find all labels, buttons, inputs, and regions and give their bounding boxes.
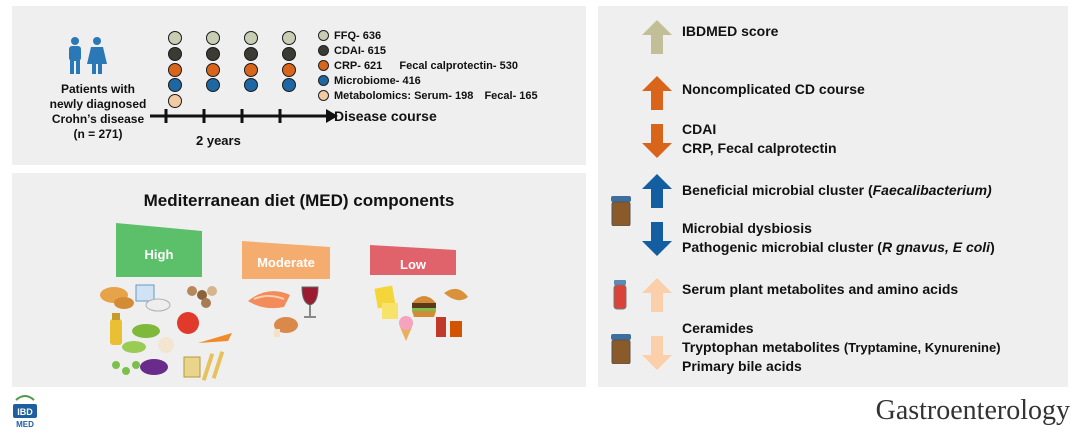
follow-up-duration: 2 years	[196, 133, 241, 148]
sample-dot	[168, 94, 182, 108]
diet-components-panel: Mediterranean diet (MED) components High…	[12, 173, 586, 387]
findings-panel: IBDMED score Noncomplicated CD course CD…	[598, 6, 1068, 387]
high-foods-icon	[100, 284, 232, 381]
sample-dot	[168, 31, 182, 45]
ibd-logo-text: IBD	[17, 407, 33, 417]
sample-dot	[168, 63, 182, 77]
sample-dot	[282, 47, 296, 61]
patients-line-2: newly diagnosed	[49, 97, 147, 111]
arrow-down-icon	[642, 124, 672, 158]
sample-dot	[282, 31, 296, 45]
arrow-down-icon	[642, 222, 672, 256]
timeline-arrow	[150, 109, 338, 123]
legend-ffq-label: FFQ- 636	[334, 30, 382, 42]
finding-dysbiosis: Microbial dysbiosis Pathogenic microbial…	[682, 219, 995, 257]
legend-calprotectin-label: Fecal calprotectin- 530	[399, 60, 518, 72]
finding-ceramides: Ceramides	[682, 320, 754, 336]
sample-dot	[206, 63, 220, 77]
low-tag-shape	[370, 245, 456, 275]
metabolomics-dot-icon	[318, 90, 329, 101]
high-tag-shape	[116, 223, 202, 277]
legend-cdai-label: CDAI- 615	[334, 45, 386, 57]
legend-fecal-label: Fecal- 165	[484, 90, 538, 102]
low-foods-icon	[374, 285, 468, 341]
legend-metabolomics: Metabolomics: Serum- 198 Fecal- 165	[318, 89, 538, 103]
arrow-up-icon	[642, 76, 672, 110]
crp-dot-icon	[318, 60, 329, 71]
arrow-down-icon	[642, 336, 672, 370]
blood-sample-icon	[613, 280, 627, 310]
moderate-tag-shape	[242, 241, 330, 279]
finding-ceramides-group: Ceramides Tryptophan metabolites (Trypta…	[682, 319, 1001, 376]
legend-microbiome-label: Microbiome- 416	[334, 75, 421, 87]
diet-title: Mediterranean diet (MED) components	[143, 191, 455, 210]
patients-count: (n = 271)	[73, 127, 123, 141]
patients-icon	[69, 37, 107, 74]
stool-sample-icon	[611, 196, 631, 226]
legend-crp: CRP- 621 Fecal calprotectin- 530	[318, 59, 518, 73]
patients-label: Patients with newly diagnosed Crohn’s di…	[30, 82, 166, 142]
legend-metabolomics-label: Metabolomics: Serum- 198	[334, 90, 474, 102]
finding-beneficial-cluster: Beneficial microbial cluster (Faecalibac…	[682, 182, 992, 198]
patients-line-1: Patients with	[60, 82, 135, 96]
low-label: Low	[400, 257, 426, 272]
finding-tryptophan: Tryptophan metabolites (Tryptamine, Kynu…	[682, 339, 1001, 355]
sample-dot	[168, 78, 182, 92]
finding-bile-acids: Primary bile acids	[682, 358, 802, 374]
finding-cdai: CDAI	[682, 121, 717, 137]
legend-ffq: FFQ- 636	[318, 29, 382, 43]
arrow-up-icon	[642, 20, 672, 54]
sample-dot	[206, 78, 220, 92]
patients-line-3: Crohn’s disease	[51, 112, 145, 126]
finding-crp-calprotectin: CRP, Fecal calprotectin	[682, 140, 837, 156]
finding-noncomplicated-course: Noncomplicated CD course	[682, 81, 865, 97]
disease-course-label: Disease course	[334, 108, 437, 124]
sample-dot	[206, 47, 220, 61]
sample-dot	[206, 31, 220, 45]
microbiome-dot-icon	[318, 75, 329, 86]
moderate-foods-icon	[248, 286, 319, 337]
stool-sample-icon-2	[611, 334, 631, 364]
sample-dot	[244, 78, 258, 92]
finding-ibdmed-score: IBDMED score	[682, 23, 779, 39]
sample-dot	[168, 47, 182, 61]
finding-microbial-dysbiosis: Microbial dysbiosis	[682, 220, 812, 236]
sample-dot	[244, 47, 258, 61]
finding-cdai-crp: CDAI CRP, Fecal calprotectin	[682, 120, 837, 158]
high-label: High	[144, 247, 174, 262]
med-logo-text: MED	[16, 420, 34, 429]
legend-cdai: CDAI- 615	[318, 44, 386, 58]
legend-crp-label: CRP- 621	[334, 60, 383, 72]
ibdmed-logo-icon: IBD MED	[13, 395, 37, 429]
sample-dot	[244, 31, 258, 45]
arrow-up-icon	[642, 174, 672, 208]
sample-dot	[282, 78, 296, 92]
study-design-panel: Patients with newly diagnosed Crohn’s di…	[12, 6, 586, 165]
journal-logo: Gastroenterology	[875, 395, 1070, 426]
sample-dot	[244, 63, 258, 77]
ffq-dot-icon	[318, 30, 329, 41]
sample-dot	[282, 63, 296, 77]
finding-serum-metabolites: Serum plant metabolites and amino acids	[682, 281, 959, 297]
moderate-label: Moderate	[257, 255, 315, 270]
legend-microbiome: Microbiome- 416	[318, 74, 421, 88]
arrow-up-icon	[642, 278, 672, 312]
finding-pathogenic-cluster: Pathogenic microbial cluster (R gnavus, …	[682, 239, 995, 255]
cdai-dot-icon	[318, 45, 329, 56]
